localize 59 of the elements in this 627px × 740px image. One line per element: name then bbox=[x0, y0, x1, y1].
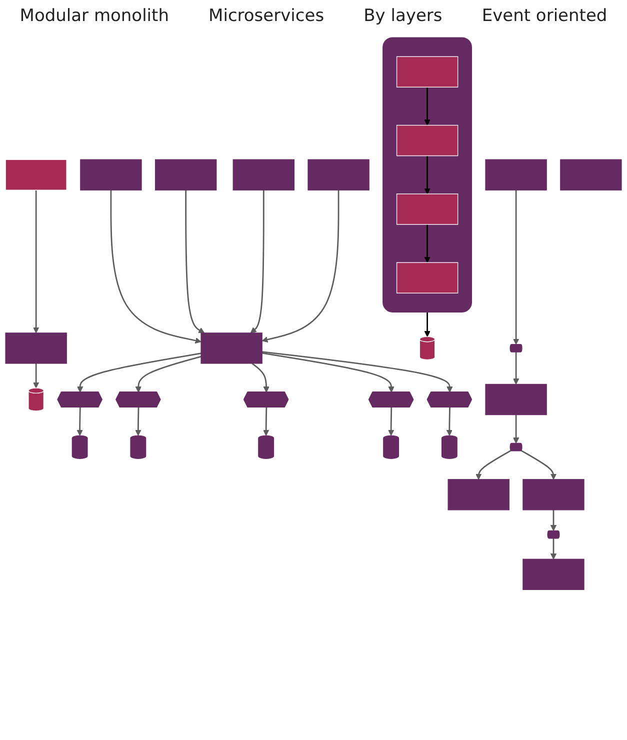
arrow bbox=[262, 351, 453, 392]
node-box bbox=[396, 56, 458, 88]
node-tube bbox=[547, 530, 560, 539]
arrow bbox=[33, 190, 40, 334]
section-heading: Microservices bbox=[208, 6, 324, 26]
arrow bbox=[550, 538, 557, 560]
node-cylinder bbox=[28, 388, 44, 412]
node-cylinder bbox=[130, 435, 146, 459]
node-box bbox=[308, 159, 370, 190]
node-box bbox=[522, 558, 584, 590]
arrow bbox=[388, 407, 394, 436]
arrow bbox=[550, 510, 557, 531]
arrow bbox=[135, 407, 142, 436]
arrow bbox=[135, 356, 202, 392]
arrow bbox=[185, 190, 205, 334]
node-box bbox=[80, 159, 142, 190]
arrow bbox=[424, 312, 430, 337]
node-cylinder bbox=[383, 435, 400, 459]
node-box bbox=[522, 479, 584, 510]
arrow bbox=[76, 407, 83, 436]
arrow bbox=[262, 190, 340, 343]
arrow bbox=[77, 352, 202, 392]
section-heading: Event oriented bbox=[482, 6, 608, 26]
node-box bbox=[448, 479, 510, 510]
arrow bbox=[424, 87, 430, 126]
section-heading: By layers bbox=[364, 6, 442, 26]
arrow bbox=[513, 352, 520, 385]
arrow bbox=[424, 156, 430, 194]
arrow bbox=[476, 450, 512, 480]
node-box bbox=[396, 194, 458, 225]
arrow bbox=[446, 407, 452, 436]
node-tube bbox=[510, 442, 522, 452]
node-box bbox=[5, 332, 67, 364]
arrow bbox=[513, 414, 520, 444]
node-cylinder bbox=[72, 435, 88, 459]
arrow bbox=[250, 190, 264, 334]
node-box bbox=[154, 159, 217, 190]
cluster bbox=[382, 37, 472, 312]
arrow bbox=[252, 362, 270, 392]
arrow bbox=[33, 363, 40, 388]
section-heading: Modular monolith bbox=[20, 6, 169, 26]
node-box bbox=[485, 159, 547, 190]
node-tube bbox=[510, 344, 522, 352]
node-box bbox=[485, 384, 547, 416]
arrow bbox=[424, 224, 430, 263]
node-box bbox=[232, 159, 294, 190]
node-box bbox=[396, 262, 458, 294]
arrow bbox=[110, 190, 202, 344]
node-box bbox=[560, 159, 622, 190]
node-box bbox=[200, 332, 262, 364]
node-box bbox=[5, 159, 67, 190]
node-box bbox=[396, 124, 458, 156]
node-cylinder bbox=[419, 336, 436, 360]
node-cylinder bbox=[441, 435, 458, 459]
arrow bbox=[263, 407, 270, 436]
node-cylinder bbox=[258, 435, 274, 459]
arrow bbox=[520, 450, 557, 480]
arrow bbox=[513, 190, 520, 345]
arrow bbox=[262, 352, 394, 392]
